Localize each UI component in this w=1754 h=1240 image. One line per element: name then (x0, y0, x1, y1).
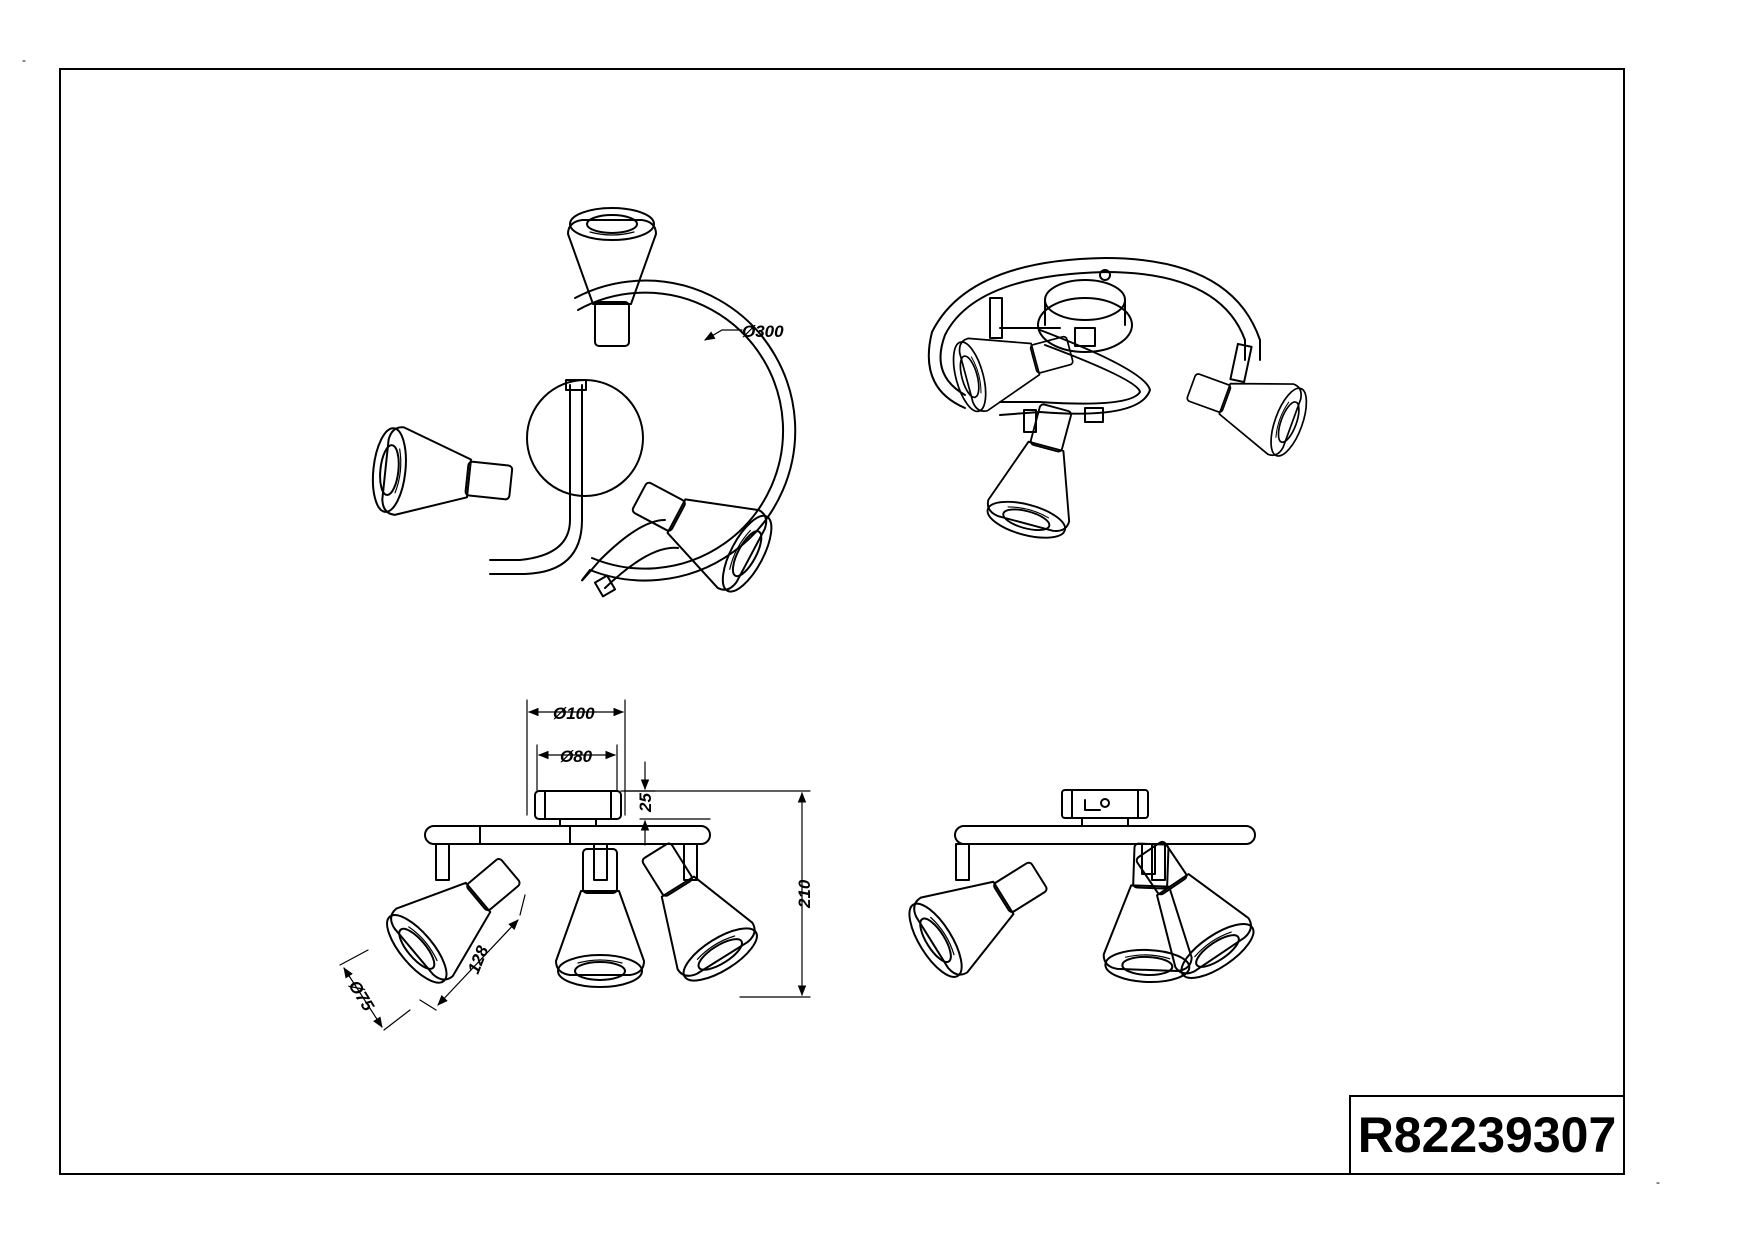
dim-total-height: 210 (795, 879, 814, 909)
side-spotlight-back (1101, 841, 1197, 985)
front-spotlight-centre (555, 848, 645, 988)
side-bar (954, 825, 1256, 845)
ring-tube (574, 279, 797, 582)
perspective-canopy (1037, 297, 1133, 353)
front-bar (424, 825, 711, 845)
corner-mark-bottom-right: - (1656, 1175, 1660, 1189)
dim-canopy-outer-diameter: Ø100 (553, 704, 595, 723)
top-view: Ø300 (367, 207, 797, 602)
side-spotlight-left (897, 837, 1064, 988)
corner-mark-top-left: - (22, 53, 26, 67)
perspective-view (927, 257, 1316, 547)
top-view-spotlight-west (367, 423, 517, 528)
dim-canopy-height: 25 (636, 793, 655, 813)
dim-shade-diameter: Ø75 (345, 977, 378, 1015)
dim-ring-diameter: Ø300 (742, 322, 784, 341)
front-canopy (534, 790, 622, 820)
front-spotlight-left (375, 835, 540, 994)
front-view: Ø100 Ø80 25 210 128 Ø75 (339, 699, 814, 1031)
top-view-spotlight-north (567, 207, 657, 347)
dim-canopy-inner-diameter: Ø80 (560, 747, 593, 766)
perspective-spotlight-front (981, 396, 1098, 547)
drawing-frame (59, 68, 1625, 1175)
canopy-disc (526, 379, 644, 497)
side-view (897, 789, 1264, 990)
title-block: R82239307 (1349, 1095, 1625, 1175)
side-canopy (1061, 789, 1149, 819)
product-code: R82239307 (1358, 1107, 1617, 1163)
perspective-spotlight-left (945, 312, 1081, 418)
